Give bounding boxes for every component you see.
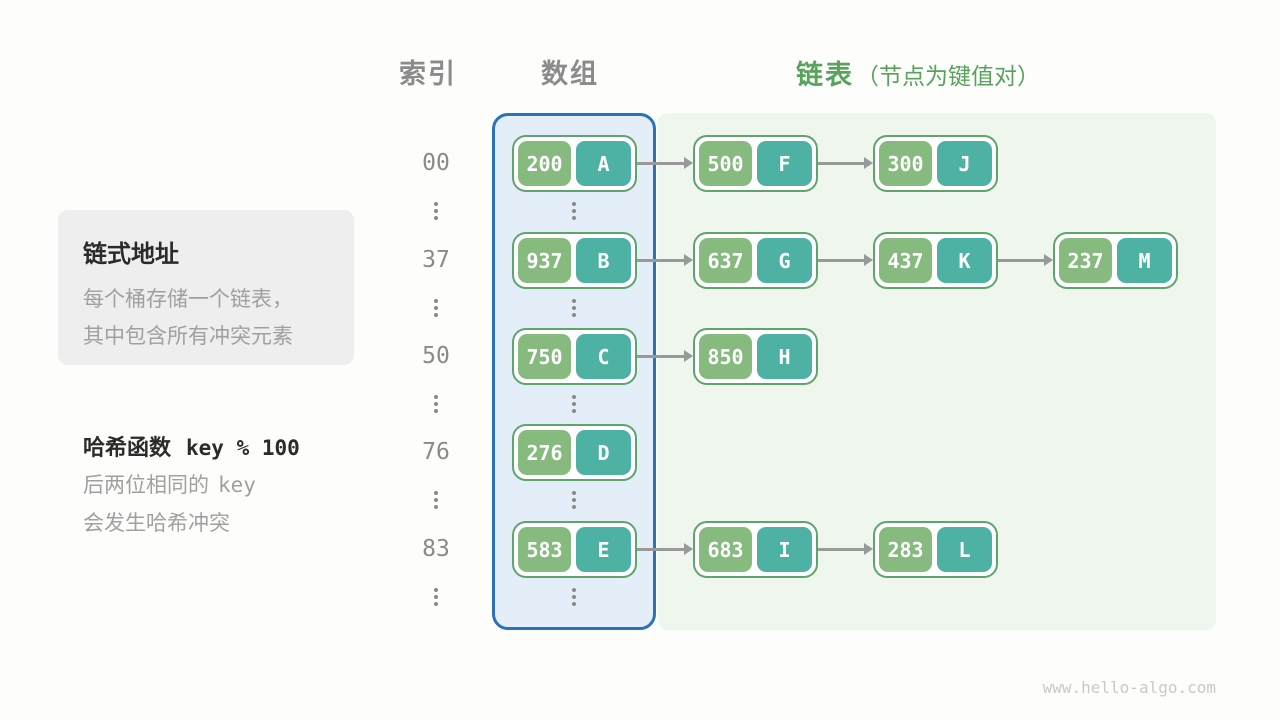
bucket-node-276D: 276 D bbox=[512, 424, 637, 481]
arrow-right-icon bbox=[637, 254, 693, 266]
pair-key: 637 bbox=[699, 238, 752, 283]
pair-key: 583 bbox=[518, 527, 571, 572]
ellipsis-dots-icon bbox=[434, 588, 438, 606]
pair-value: A bbox=[576, 141, 631, 186]
pair-value: D bbox=[576, 430, 631, 475]
ellipsis-dots-icon bbox=[572, 491, 576, 509]
arrow-right-icon bbox=[818, 543, 873, 555]
ellipsis-dots-icon bbox=[434, 395, 438, 413]
index-label-50: 50 bbox=[422, 343, 450, 369]
pair-key: 237 bbox=[1059, 238, 1112, 283]
index-label-00: 00 bbox=[422, 150, 450, 176]
pair-value: H bbox=[757, 334, 812, 379]
list-node-683I: 683 I bbox=[693, 521, 818, 578]
ellipsis-dots-icon bbox=[572, 299, 576, 317]
column-header-array: 数组 bbox=[541, 59, 599, 89]
list-node-300J: 300 J bbox=[873, 135, 998, 192]
pair-value: I bbox=[757, 527, 812, 572]
column-header-list: 链表 （节点为键值对） bbox=[796, 53, 1040, 92]
pair-key: 937 bbox=[518, 238, 571, 283]
ellipsis-dots-icon bbox=[572, 588, 576, 606]
pair-key: 200 bbox=[518, 141, 571, 186]
bucket-node-200A: 200 A bbox=[512, 135, 637, 192]
ellipsis-dots-icon bbox=[572, 395, 576, 413]
hash-note-line-2: 会发生哈希冲突 bbox=[83, 512, 230, 535]
site-watermark: www.hello-algo.com bbox=[1042, 678, 1216, 697]
index-label-37: 37 bbox=[422, 247, 450, 273]
arrow-right-icon bbox=[637, 157, 693, 169]
arrow-right-icon bbox=[637, 350, 693, 362]
list-node-637G: 637 G bbox=[693, 232, 818, 289]
ellipsis-dots-icon bbox=[434, 491, 438, 509]
pair-value: M bbox=[1117, 238, 1172, 283]
column-header-index: 索引 bbox=[399, 59, 457, 89]
info-box-line-1: 每个桶存储一个链表， bbox=[83, 288, 293, 311]
pair-value: E bbox=[576, 527, 631, 572]
pair-value: J bbox=[937, 141, 992, 186]
list-node-500F: 500 F bbox=[693, 135, 818, 192]
list-node-437K: 437 K bbox=[873, 232, 998, 289]
ellipsis-dots-icon bbox=[434, 299, 438, 317]
info-box-line-2: 其中包含所有冲突元素 bbox=[83, 325, 293, 348]
index-label-83: 83 bbox=[422, 536, 450, 562]
pair-key: 750 bbox=[518, 334, 571, 379]
pair-key: 683 bbox=[699, 527, 752, 572]
pair-key: 276 bbox=[518, 430, 571, 475]
arrow-right-icon bbox=[818, 157, 873, 169]
arrow-right-icon bbox=[818, 254, 873, 266]
list-node-283L: 283 L bbox=[873, 521, 998, 578]
ellipsis-dots-icon bbox=[434, 202, 438, 220]
pair-key: 500 bbox=[699, 141, 752, 186]
hash-function-code: key % 100 bbox=[186, 436, 300, 460]
pair-key: 283 bbox=[879, 527, 932, 572]
ellipsis-dots-icon bbox=[572, 202, 576, 220]
hash-function-label: 哈希函数 bbox=[83, 435, 172, 460]
arrow-right-icon bbox=[637, 543, 693, 555]
index-label-76: 76 bbox=[422, 439, 450, 465]
list-node-237M: 237 M bbox=[1053, 232, 1178, 289]
list-header-label: 链表 bbox=[796, 60, 854, 90]
bucket-node-583E: 583 E bbox=[512, 521, 637, 578]
pair-key: 850 bbox=[699, 334, 752, 379]
bucket-node-937B: 937 B bbox=[512, 232, 637, 289]
pair-value: B bbox=[576, 238, 631, 283]
chaining-info-box: 链式地址 每个桶存储一个链表， 其中包含所有冲突元素 bbox=[58, 210, 354, 365]
pair-value: F bbox=[757, 141, 812, 186]
arrow-right-icon bbox=[998, 254, 1053, 266]
pair-value: C bbox=[576, 334, 631, 379]
list-node-850H: 850 H bbox=[693, 328, 818, 385]
pair-key: 437 bbox=[879, 238, 932, 283]
pair-key: 300 bbox=[879, 141, 932, 186]
info-box-title: 链式地址 bbox=[83, 241, 179, 268]
pair-value: G bbox=[757, 238, 812, 283]
pair-value: K bbox=[937, 238, 992, 283]
list-header-note: （节点为键值对） bbox=[856, 63, 1040, 89]
bucket-node-750C: 750 C bbox=[512, 328, 637, 385]
pair-value: L bbox=[937, 527, 992, 572]
hash-function-title: 哈希函数 key % 100 bbox=[83, 430, 300, 466]
